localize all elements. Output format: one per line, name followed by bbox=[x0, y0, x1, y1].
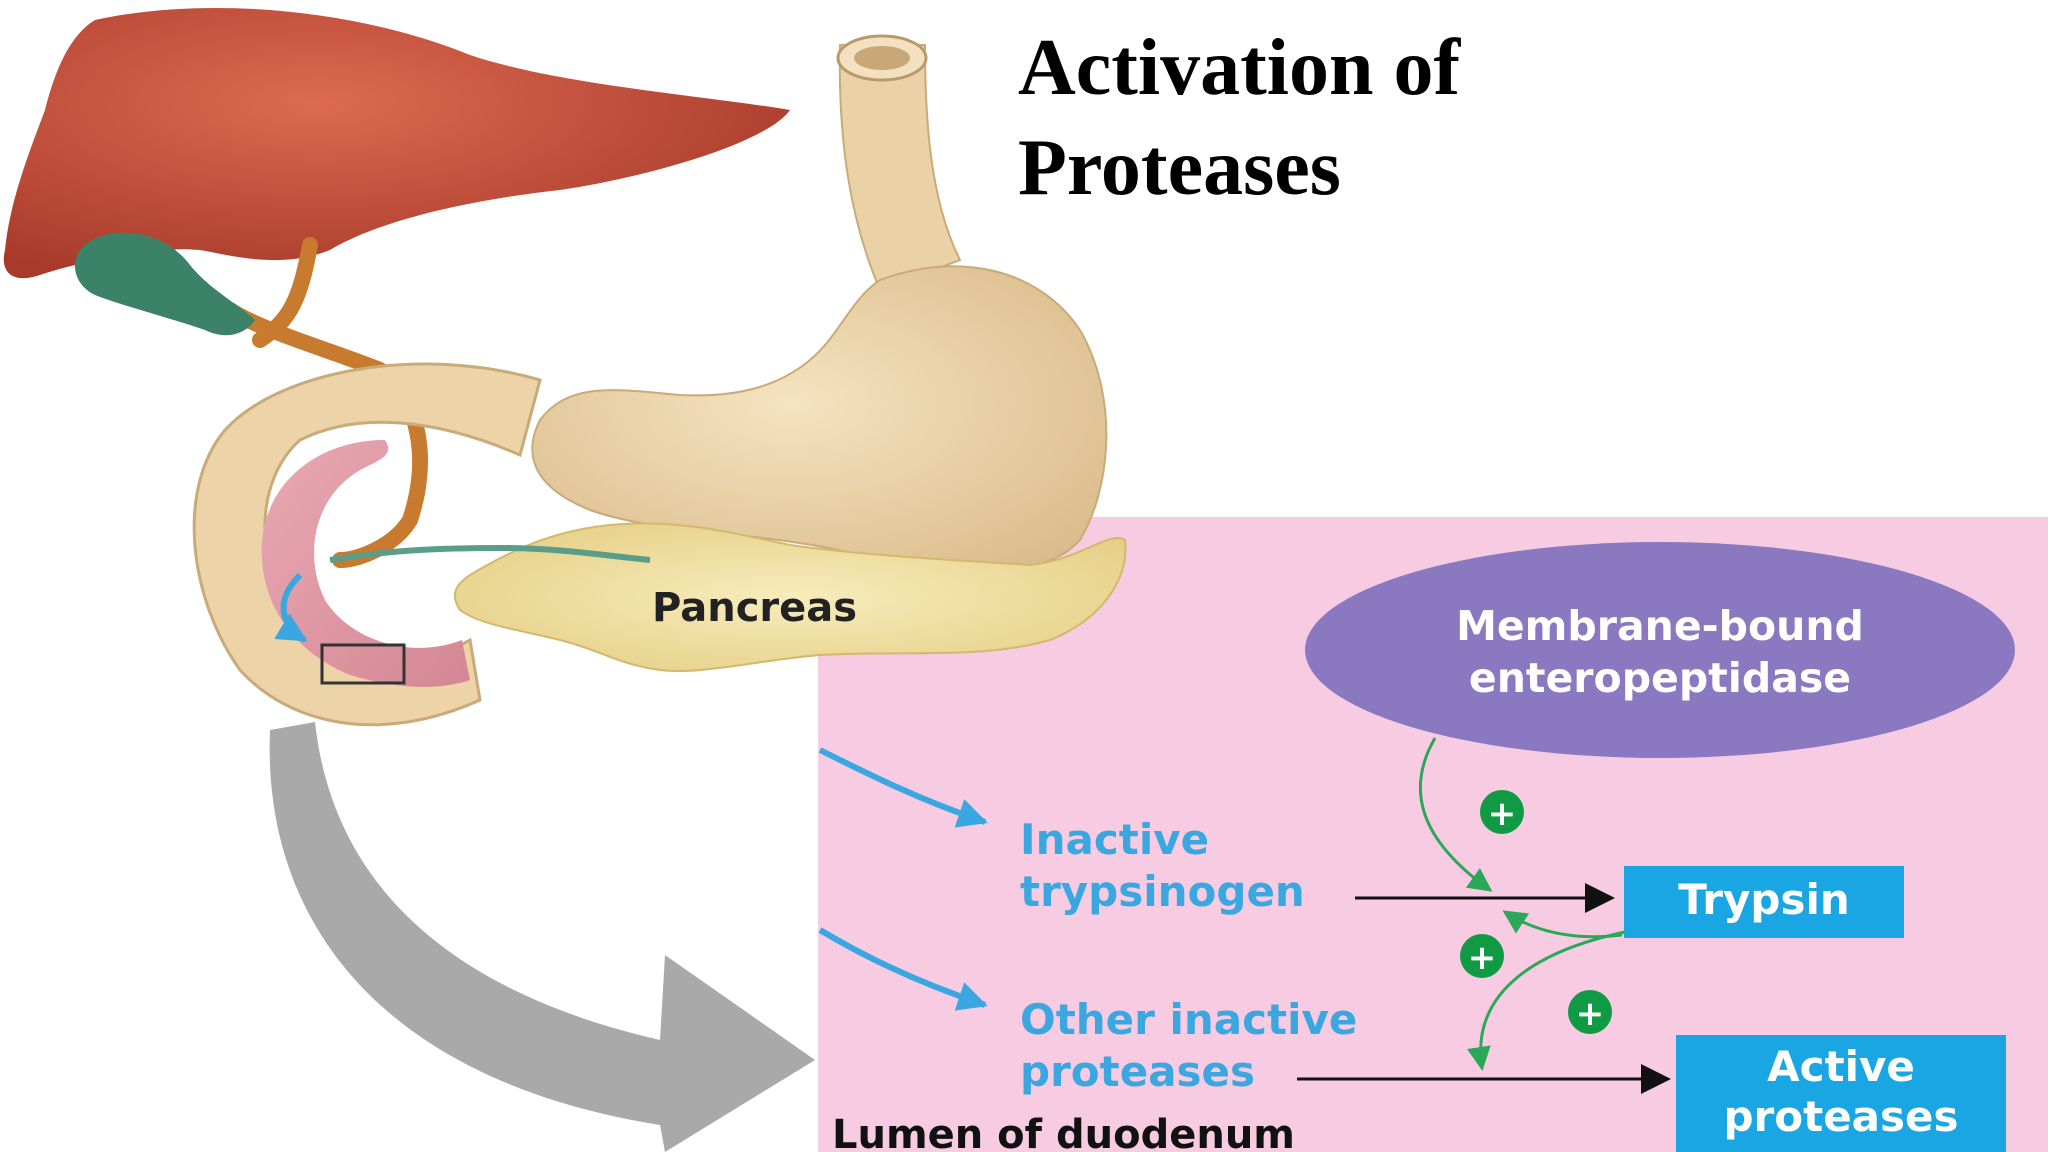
gallbladder bbox=[75, 232, 255, 336]
inflow-arrow-trypsinogen bbox=[818, 747, 988, 828]
enteropeptidase-label: Membrane-bound enteropeptidase bbox=[1300, 600, 2020, 704]
pancreas-label: Pancreas bbox=[652, 585, 858, 631]
active-proteases-label: Active proteases bbox=[1676, 1042, 2006, 1142]
svg-text:+: + bbox=[1576, 994, 1605, 1034]
enteropeptidase-label-line-1: Membrane-bound bbox=[1456, 602, 1864, 650]
svg-text:+: + bbox=[1488, 794, 1517, 834]
active-proteases-box bbox=[1676, 1035, 2006, 1152]
plus-sign-1: + bbox=[1480, 790, 1524, 834]
inflow-arrow-other bbox=[818, 927, 988, 1011]
enteropeptidase-activation-arrow bbox=[1418, 737, 1493, 892]
zoom-box bbox=[320, 643, 406, 685]
active-proteases-line-1: Active bbox=[1767, 1042, 1915, 1091]
inactive-trypsinogen-label: Inactive trypsinogen bbox=[1020, 814, 1305, 918]
secretion-arrow bbox=[274, 572, 308, 643]
enteropeptidase-label-line-2: enteropeptidase bbox=[1468, 654, 1852, 702]
slide-title: Activation of Proteases bbox=[1018, 18, 1718, 218]
duodenum-lumen bbox=[261, 440, 470, 687]
active-proteases-line-2: proteases bbox=[1723, 1092, 1959, 1141]
lumen-of-duodenum-label: Lumen of duodenum bbox=[832, 1112, 1295, 1152]
other-inactive-line-1: Other inactive bbox=[1020, 995, 1358, 1044]
zoom-pointer-arrow bbox=[269, 722, 815, 1152]
trypsin-box bbox=[1624, 866, 1904, 938]
trypsin-label: Trypsin bbox=[1678, 875, 1850, 924]
pancreatic-duct bbox=[329, 544, 651, 563]
inactive-trypsinogen-line-2: trypsinogen bbox=[1020, 867, 1305, 916]
other-inactive-line-2: proteases bbox=[1020, 1047, 1256, 1096]
enteropeptidase-ellipse bbox=[1305, 542, 2015, 758]
inactive-trypsinogen-line-1: Inactive bbox=[1020, 815, 1210, 864]
slide-title-line-1: Activation of bbox=[1018, 24, 1461, 112]
pancreas bbox=[453, 522, 1127, 672]
esophagus bbox=[838, 44, 962, 292]
trypsin-to-proteases-activation-arrow bbox=[1466, 930, 1626, 1071]
other-inactive-proteases-label: Other inactive proteases bbox=[1020, 994, 1357, 1098]
slide-title-line-2: Proteases bbox=[1018, 124, 1341, 212]
svg-text:+: + bbox=[1468, 938, 1497, 978]
esophagus-lumen bbox=[854, 46, 910, 70]
liver bbox=[3, 7, 791, 279]
plus-sign-3: + bbox=[1568, 990, 1612, 1034]
plus-sign-2: + bbox=[1460, 934, 1504, 978]
